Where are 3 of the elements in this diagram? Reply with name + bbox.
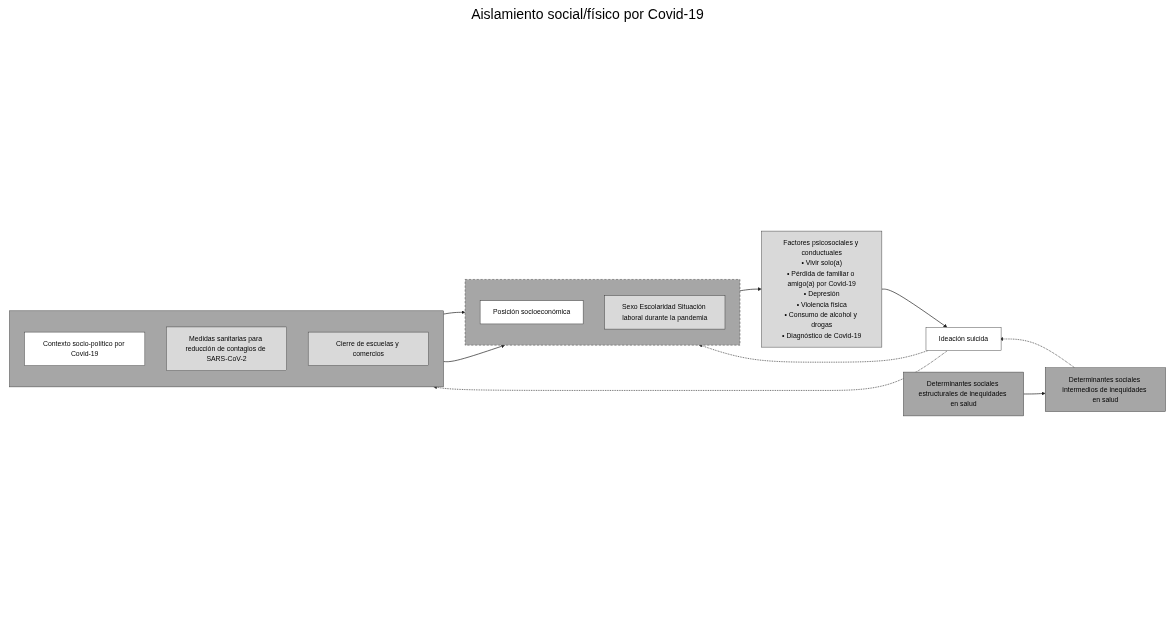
cluster: [9, 310, 444, 388]
cluster: [464, 279, 741, 346]
note-text: Aislamiento social/físico por Covid-19: [471, 6, 704, 22]
